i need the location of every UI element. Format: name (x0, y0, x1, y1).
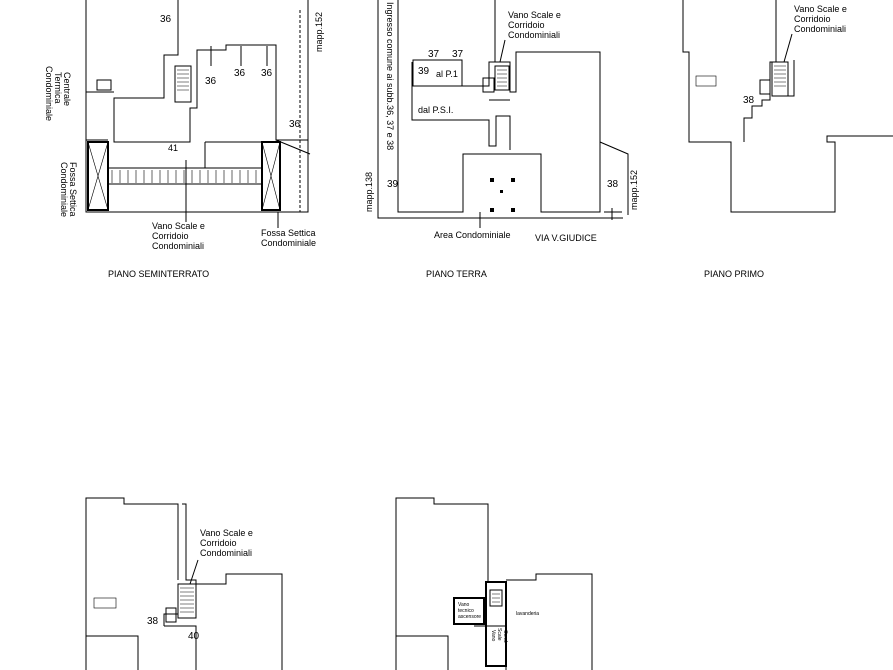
label-38: 38 (607, 179, 619, 190)
caption-terra: PIANO TERRA (426, 269, 487, 279)
label-vano-2: Corridoio (200, 538, 237, 548)
label-ingresso: Ingresso comune ai subb.36, 37 e 38 (385, 2, 395, 150)
label-vano-3: Condominiali (794, 24, 846, 34)
plan-primo: Vano Scale e Corridoio Condominiali 38 P… (682, 0, 893, 279)
label-al-p1: al P.1 (436, 69, 458, 79)
label-36-b: 36 (205, 76, 217, 87)
label-36-a: 36 (160, 14, 172, 25)
caption-primo: PIANO PRIMO (704, 269, 764, 279)
label-mapp-152-terra: mapp.152 (629, 170, 639, 210)
label-vano-2: Corridoio (152, 231, 189, 241)
label-stair-1: Vano (490, 630, 496, 642)
label-dal-psi: dal P.S.I. (418, 105, 453, 115)
label-mapp-138: mapp.138 (364, 172, 374, 212)
caption-seminterrato: PIANO SEMINTERRATO (108, 269, 209, 279)
label-36-e: 36 (289, 119, 301, 130)
label-mapp-152: mapp.152 (314, 12, 324, 52)
label-fossa-left-1: Fossa Settica (68, 162, 78, 217)
label-39-a: 39 (418, 66, 430, 77)
label-centrale-3: Condominiale (44, 66, 54, 121)
plan-seminterrato: 36 36 36 36 36 41 mapp.152 Centrale Term… (44, 0, 324, 279)
label-39-b: 39 (387, 179, 399, 190)
label-stair-3: Cond. (502, 630, 508, 643)
plan-secondo: Vano Scale e Corridoio Condominiali 38 4… (85, 497, 283, 670)
label-41: 41 (168, 143, 178, 153)
label-small-2: tecnico (458, 608, 474, 614)
label-40: 40 (188, 631, 200, 642)
label-fossa-right-2: Condominiale (261, 238, 316, 248)
label-37-b: 37 (452, 49, 464, 60)
label-vano-2: Corridoio (794, 14, 831, 24)
label-small-1: Vano (458, 602, 470, 608)
label-fossa-right-1: Fossa Settica (261, 228, 316, 238)
label-38: 38 (147, 616, 159, 627)
label-area-condominiale: Area Condominiale (434, 230, 511, 240)
plan-terzo: Vano tecnico ascensore Vano Scale Cond. … (395, 497, 593, 670)
label-vano-3: Condominiali (152, 241, 204, 251)
label-vano-2: Corridoio (508, 20, 545, 30)
label-vano-3: Condominiali (200, 548, 252, 558)
label-vano-1: Vano Scale e (200, 528, 253, 538)
label-vano-1: Vano Scale e (152, 221, 205, 231)
label-vano-3: Condominiali (508, 30, 560, 40)
label-36-d: 36 (261, 68, 273, 79)
label-vano-1: Vano Scale e (794, 4, 847, 14)
label-small-3: ascensore (458, 614, 481, 620)
label-36-c: 36 (234, 68, 246, 79)
label-via-giudice: VIA V.GIUDICE (535, 233, 597, 243)
label-centrale-2: Termica (53, 72, 63, 104)
label-38: 38 (743, 95, 755, 106)
label-stair-2: Scale (496, 628, 502, 641)
label-room: lavanderia (516, 611, 539, 617)
label-fossa-left-2: Condominiale (59, 162, 69, 217)
plan-terra: 37 37 39 al P.1 dal P.S.I. 39 38 Ingress… (364, 0, 639, 279)
label-vano-1: Vano Scale e (508, 10, 561, 20)
label-37-a: 37 (428, 49, 440, 60)
label-centrale-1: Centrale (62, 72, 72, 106)
